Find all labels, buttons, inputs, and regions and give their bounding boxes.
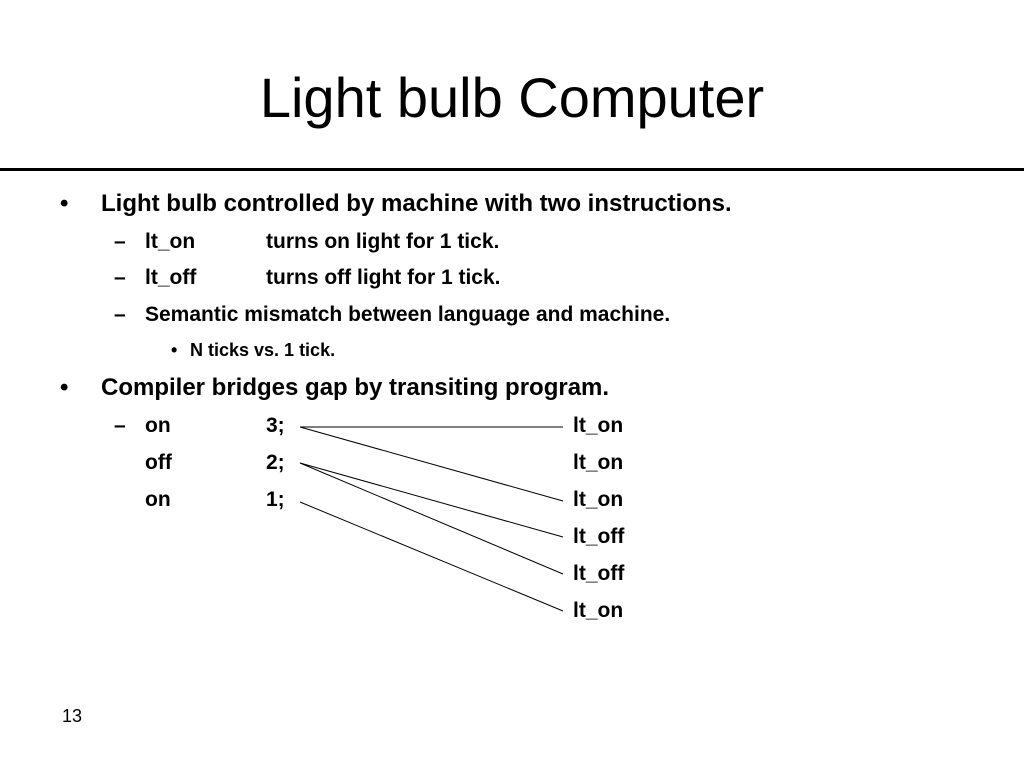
- source-arg: 3;: [266, 414, 285, 437]
- target-instruction: lt_off: [573, 525, 625, 548]
- connector-line: [299, 462, 564, 575]
- bullet-marker: •: [60, 374, 69, 401]
- target-instruction: lt_off: [573, 562, 625, 585]
- dash-marker: –: [114, 230, 126, 253]
- connector-line: [299, 426, 564, 502]
- bullet-compiler: Compiler bridges gap by transiting progr…: [101, 374, 610, 401]
- source-op: on: [145, 488, 171, 511]
- connector-line: [299, 462, 564, 538]
- target-instruction: lt_on: [573, 414, 624, 437]
- source-op: off: [145, 451, 172, 474]
- source-op: on: [145, 414, 171, 437]
- bullet-instructions: Light bulb controlled by machine with tw…: [101, 190, 732, 217]
- dash-marker: –: [114, 303, 126, 326]
- ticks-note: N ticks vs. 1 tick.: [190, 340, 336, 360]
- semantic-mismatch-text: Semantic mismatch between language and m…: [145, 303, 671, 326]
- small-bullet-marker: •: [171, 340, 178, 360]
- source-arg: 1;: [266, 488, 285, 511]
- target-instruction: lt_on: [573, 488, 624, 511]
- instruction-name: lt_off: [145, 266, 197, 289]
- slide-page-number: 13: [62, 706, 83, 726]
- source-arg: 2;: [266, 451, 285, 474]
- target-instruction: lt_on: [573, 599, 624, 622]
- dash-marker: –: [114, 266, 126, 289]
- instruction-description: turns off light for 1 tick.: [266, 266, 501, 289]
- instruction-description: turns on light for 1 tick.: [266, 230, 500, 253]
- dash-marker: –: [114, 414, 126, 437]
- instruction-name: lt_on: [145, 230, 196, 253]
- title-divider: [0, 168, 1024, 171]
- slide-title: Light bulb Computer: [259, 66, 765, 129]
- target-instruction: lt_on: [573, 451, 624, 474]
- connector-line: [299, 501, 564, 612]
- bullet-marker: •: [60, 190, 69, 217]
